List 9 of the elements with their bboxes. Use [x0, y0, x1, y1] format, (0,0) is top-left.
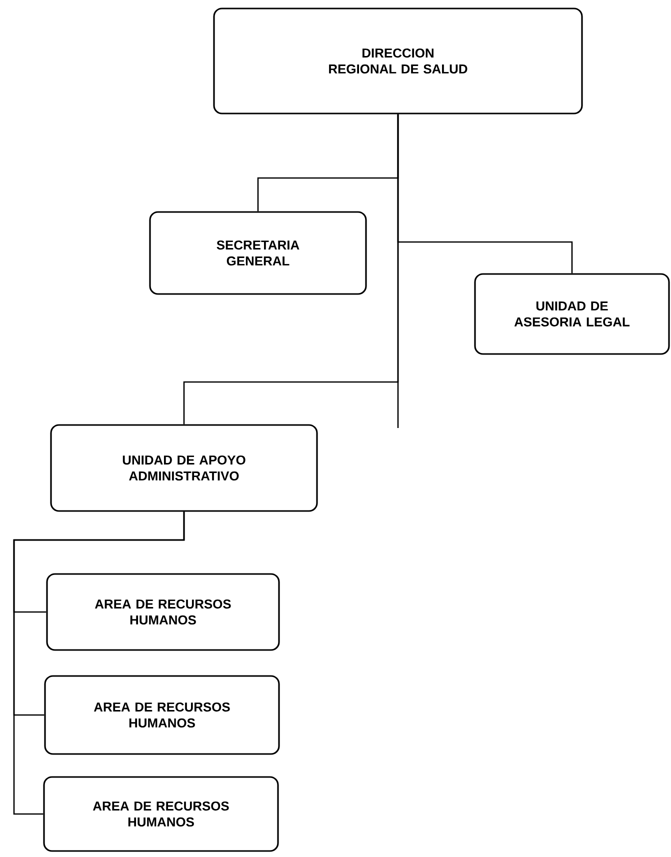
unit-box: UNIDAD DE ASESORIA LEGAL [474, 273, 670, 355]
connector-line [13, 512, 185, 815]
unit-box: AREA DE RECURSOS HUMANOS [44, 675, 280, 755]
unit-box: AREA DE RECURSOS HUMANOS [43, 776, 279, 852]
unit-box: UNIDAD DE APOYO ADMINISTRATIVO [50, 424, 318, 512]
unit-box: SECRETARIA GENERAL [149, 211, 367, 295]
connector-line [397, 114, 399, 428]
unit-box: AREA DE RECURSOS HUMANOS [46, 573, 280, 651]
unit-box: DIRECCION REGIONAL DE SALUD [213, 8, 583, 114]
